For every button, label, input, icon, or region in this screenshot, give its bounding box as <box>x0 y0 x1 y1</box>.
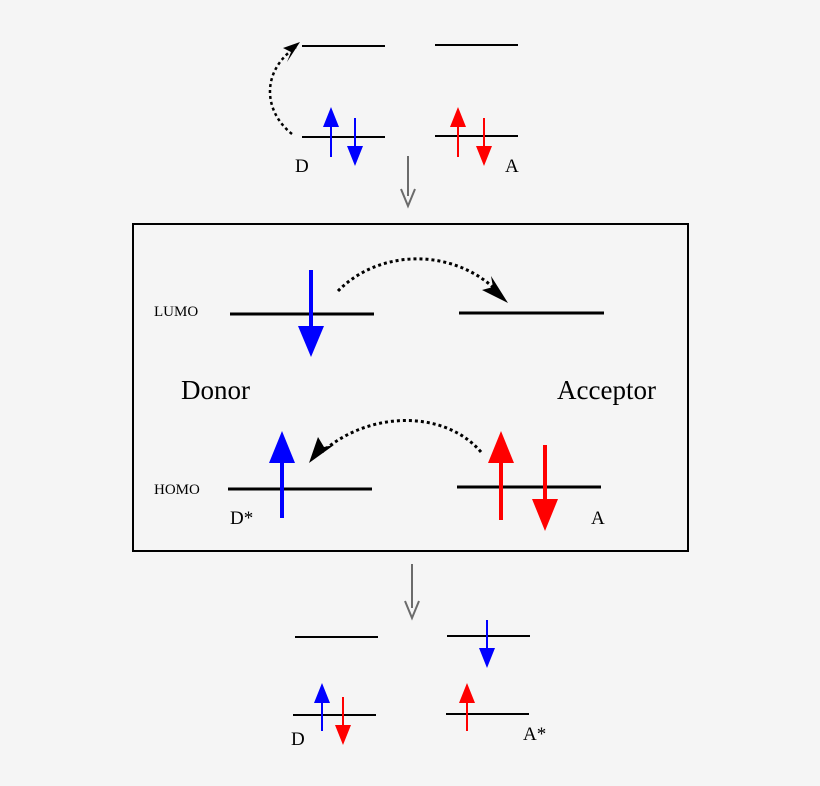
acceptor-state-label: A <box>591 508 605 529</box>
middle-frame <box>132 223 689 552</box>
acceptor-homo-spin-down-icon <box>532 445 558 531</box>
excitation-arrow-icon <box>268 45 297 135</box>
bottom-donor-spin-down-icon <box>335 697 351 745</box>
top-acceptor-label: A <box>505 156 519 177</box>
acceptor-homo-spin-up-icon <box>488 431 514 520</box>
top-acceptor-spin-up-icon <box>450 107 466 157</box>
bottom-donor-spin-up-icon <box>314 683 330 731</box>
homo-transfer-arrow-icon <box>321 419 483 454</box>
lumo-label: LUMO <box>154 304 198 320</box>
top-donor-label: D <box>295 156 309 177</box>
donor-state-label: D* <box>230 508 253 529</box>
top-donor-spin-up-icon <box>323 107 339 157</box>
donor-title: Donor <box>181 375 250 405</box>
donor-lumo-spin-down-icon <box>298 270 324 357</box>
donor-homo-spin-up-icon <box>269 431 295 518</box>
top-donor-spin-down-icon <box>347 118 363 166</box>
bottom-acceptor-label: A* <box>523 724 546 745</box>
middle-section-box: LUMO HOMO Donor Acceptor <box>132 223 689 552</box>
top-acceptor-spin-down-icon <box>476 118 492 166</box>
homo-transfer-arrowhead-icon <box>309 437 334 463</box>
flow-arrow-down-icon <box>404 564 420 621</box>
bottom-acceptor-lumo-spin-down-icon <box>479 620 495 668</box>
homo-label: HOMO <box>154 482 200 498</box>
lumo-transfer-arrow-icon <box>336 257 500 294</box>
bottom-donor-label: D <box>291 729 305 750</box>
acceptor-title: Acceptor <box>557 375 656 405</box>
bottom-acceptor-spin-up-icon <box>459 683 475 731</box>
lumo-transfer-arrowhead-icon <box>482 276 508 303</box>
flow-arrow-down-icon <box>400 156 416 209</box>
excitation-arrowhead-icon <box>283 42 300 62</box>
top-section: D A <box>268 42 519 177</box>
bottom-section: D A* <box>291 620 546 750</box>
